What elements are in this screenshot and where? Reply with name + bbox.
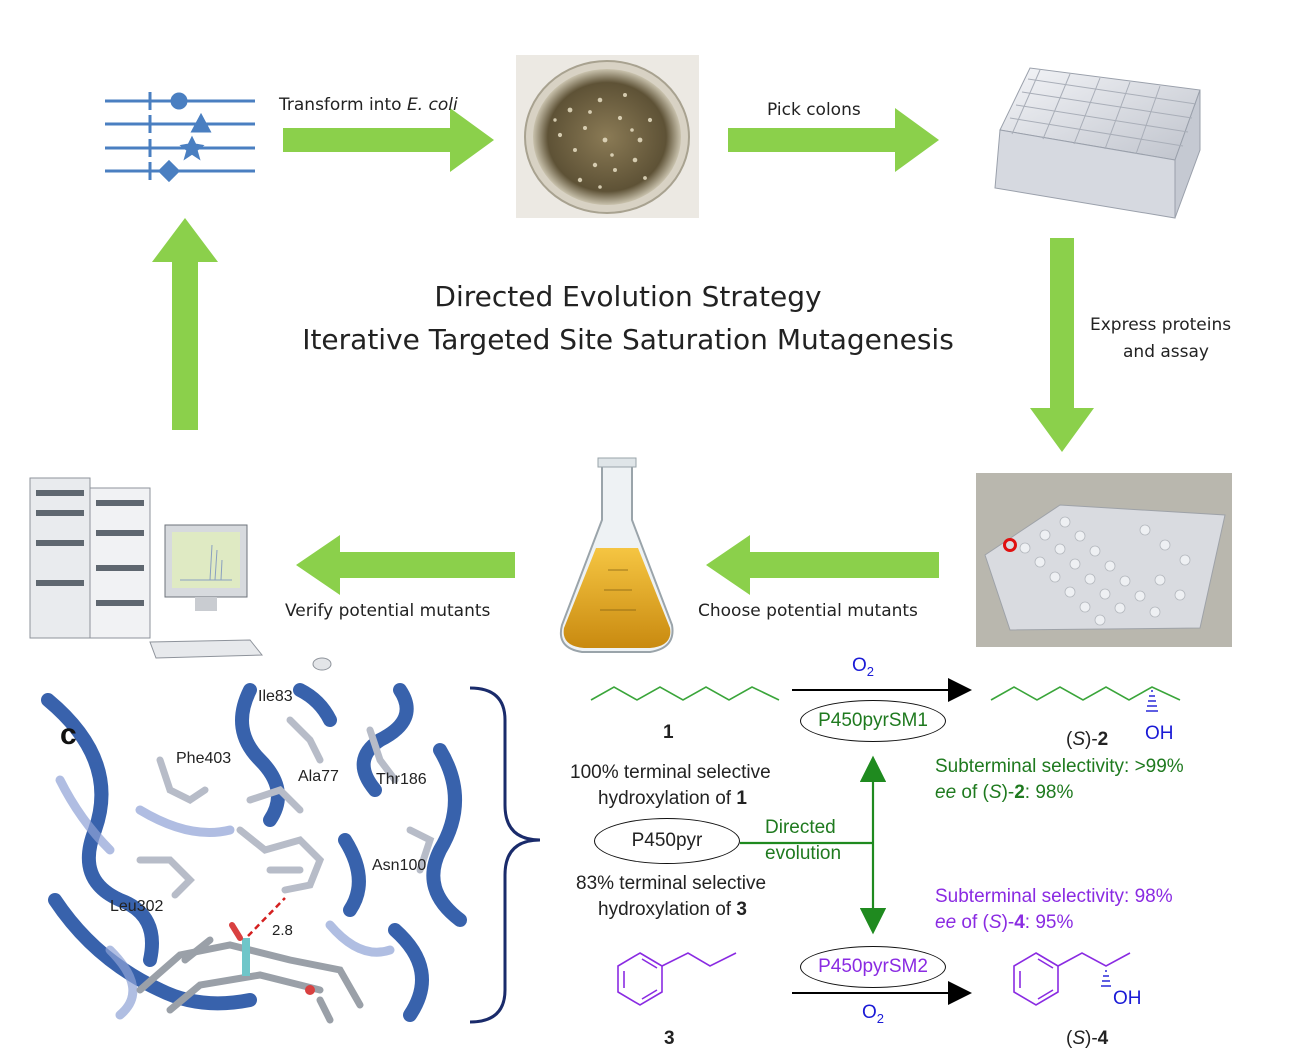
distance-label: 2.8	[272, 922, 293, 939]
wt-compound1-selectivity-line2: hydroxylation of 1	[598, 788, 747, 809]
directed-evolution-arrows	[740, 755, 887, 935]
bracket-brace	[469, 686, 541, 1024]
compound-3-label: 3	[664, 1028, 675, 1049]
arrow-pick	[728, 108, 939, 172]
hplc-instrument-image	[29, 477, 332, 671]
compound-3-structure	[617, 952, 737, 1006]
enzyme-p450pyrsm2: P450pyrSM2	[800, 946, 946, 988]
step-verify-label: Verify potential mutants	[285, 601, 491, 621]
product-2-structure	[990, 686, 1181, 712]
panel-letter: c	[60, 718, 77, 751]
step-pick-label: Pick colons	[767, 100, 861, 120]
product-4-structure	[1013, 952, 1131, 1006]
assay-plate-image	[976, 473, 1232, 647]
petri-dish-image	[516, 55, 699, 218]
compound-1-label: 1	[663, 722, 674, 743]
step-express-label-line2: and assay	[1123, 342, 1209, 362]
sm2-selectivity: Subterminal selectivity: 98%	[935, 886, 1173, 907]
product-2-oh-label: OH	[1145, 723, 1174, 744]
directed-evolution-label-line1: Directed	[765, 817, 836, 838]
deep-well-plate-image	[994, 67, 1201, 219]
mutant-library-dna-icon	[105, 92, 255, 183]
arrow-transform	[283, 108, 494, 172]
wt-compound3-selectivity-line1: 83% terminal selective	[576, 873, 767, 894]
arrow-iterate	[152, 218, 218, 430]
step-express-label-line1: Express proteins	[1090, 315, 1232, 335]
sm1-ee: ee of (S)-2: 98%	[935, 782, 1074, 803]
wt-compound3-selectivity-line2: hydroxylation of 3	[598, 899, 747, 920]
residue-label-asn100: Asn100	[372, 857, 427, 874]
selected-well-marker	[1003, 538, 1017, 552]
o2-bottom-label: O2	[862, 1002, 885, 1026]
directed-evolution-label-line2: evolution	[765, 843, 842, 864]
enzyme-p450pyrsm1: P450pyrSM1	[800, 700, 946, 742]
flask-image	[560, 457, 674, 653]
diagram-subtitle: Iterative Targeted Site Saturation Mutag…	[302, 323, 954, 356]
diagram-title: Directed Evolution Strategy	[434, 280, 822, 313]
arrow-verify	[296, 535, 515, 595]
step-choose-label: Choose potential mutants	[698, 601, 918, 621]
residue-label-ala77: Ala77	[298, 768, 339, 785]
enzyme-p450pyr: P450pyr	[594, 818, 740, 864]
protein-structure-image	[41, 683, 470, 1024]
o2-top-label: O2	[852, 655, 875, 679]
sm2-ee: ee of (S)-4: 95%	[935, 912, 1074, 933]
residue-label-leu302: Leu302	[110, 898, 164, 915]
arrow-choose	[706, 535, 939, 595]
residue-label-phe403: Phe403	[176, 750, 232, 767]
compound-1-structure	[590, 686, 780, 701]
residue-label-thr186: Thr186	[376, 771, 427, 788]
sm1-selectivity: Subterminal selectivity: >99%	[935, 756, 1184, 777]
arrow-express	[1030, 238, 1094, 452]
wt-compound1-selectivity-line1: 100% terminal selective	[570, 762, 771, 783]
product-2-label: (S)-2	[1066, 729, 1109, 750]
product-4-label: (S)-4	[1066, 1028, 1109, 1049]
residue-label-ile83: Ile83	[258, 688, 293, 705]
step-transform-label: Transform into E. coli	[279, 95, 458, 115]
product-4-oh-label: OH	[1113, 988, 1142, 1009]
